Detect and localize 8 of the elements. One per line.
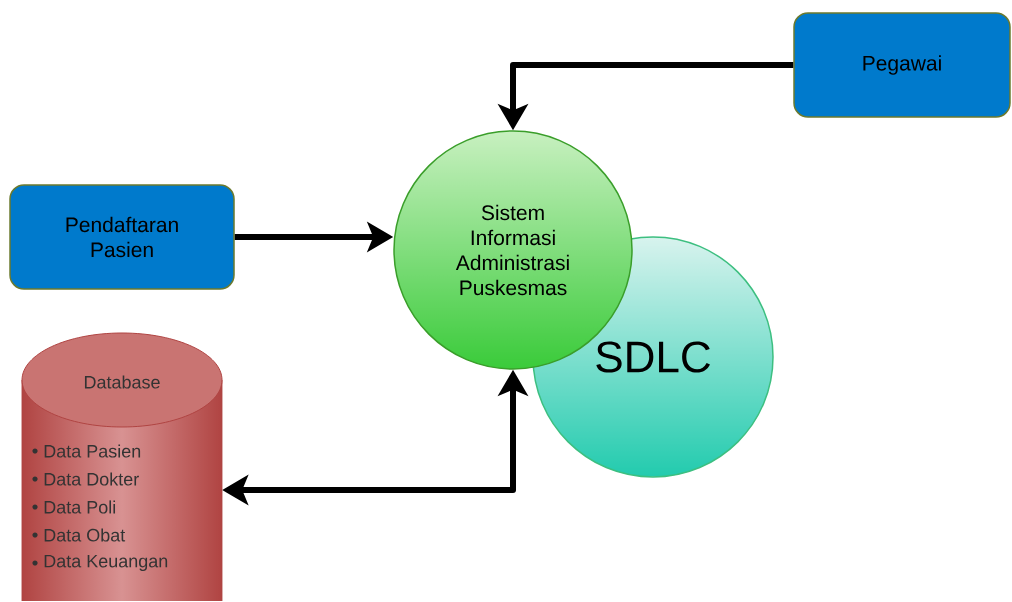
list-item: Data Dokter	[32, 472, 139, 486]
process-box: Pendaftaran Pasien	[9, 184, 235, 290]
list-item: Data Keuangan	[32, 554, 168, 572]
list-item: Data Pasien	[32, 444, 141, 458]
list-item: Data Obat	[32, 528, 126, 542]
process-box: Pegawai	[793, 12, 1011, 118]
database-cylinder: Database Data Pasien Data Dokter Data Poli Data Obat Data Keuangan	[21, 332, 223, 602]
list-item: Data Poli	[32, 500, 115, 514]
